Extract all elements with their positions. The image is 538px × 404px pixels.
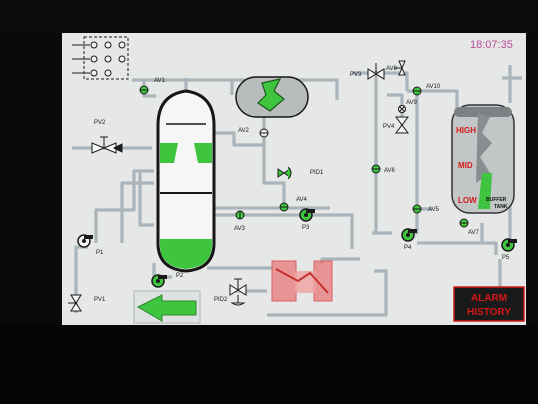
- pipe-av5-line: [372, 207, 432, 235]
- valve-av6[interactable]: [371, 164, 381, 174]
- label-av9: AV9: [406, 100, 418, 106]
- valve-av5[interactable]: [412, 204, 422, 214]
- reactor-bottom-fill: [160, 239, 212, 269]
- label-p1: P1: [96, 250, 104, 256]
- pump-p2[interactable]: [151, 274, 167, 288]
- clock-display: 18:07:35: [470, 39, 513, 51]
- label-p2: P2: [176, 273, 184, 279]
- pipe-tank-right: [502, 65, 522, 103]
- switch-matrix-icon[interactable]: [72, 36, 129, 80]
- pipe-hx-bottom: [267, 269, 388, 317]
- label-av5: AV5: [428, 207, 440, 213]
- label-av3: AV3: [234, 226, 246, 232]
- label-av1: AV1: [154, 78, 166, 84]
- valve-pid1[interactable]: [277, 166, 292, 180]
- pump-p5[interactable]: [501, 238, 517, 252]
- reactor-baffle-right: [194, 143, 212, 163]
- pipe-av1-down: [142, 80, 156, 98]
- pipe-av7-line: [417, 223, 498, 255]
- label-av4: AV4: [296, 197, 308, 203]
- process-diagram: AV1 AV2 AV3 AV4 AV5 AV6 AV7 AV8 AV9 AV10…: [68, 36, 525, 324]
- tank-agitator-icon: [257, 78, 285, 112]
- pipe-reactor-left-loop: [120, 171, 154, 243]
- valve-pv4[interactable]: [395, 116, 409, 134]
- valve-av7[interactable]: [459, 218, 469, 228]
- valve-av4[interactable]: [279, 202, 289, 212]
- valve-pv1[interactable]: [68, 294, 82, 312]
- transfer-direction-arrow[interactable]: [133, 290, 201, 324]
- alarm-history-line1: ALARM: [471, 293, 507, 304]
- heat-exchanger: [271, 260, 333, 302]
- monitor-bezel-right: [526, 33, 538, 325]
- label-pid2: PID2: [214, 297, 228, 303]
- monitor-bezel-bottom: [0, 325, 538, 404]
- pipe-reactor-av3: [214, 213, 354, 249]
- label-av6: AV6: [384, 168, 396, 174]
- valve-av3[interactable]: [235, 210, 245, 220]
- label-p3: P3: [302, 225, 310, 231]
- pipe-av9-line: [387, 93, 404, 125]
- label-pid1: PID1: [310, 170, 324, 176]
- buffer-tank-name-1: BUFFER: [486, 197, 507, 203]
- pipe-av10-line: [407, 89, 459, 111]
- buffer-level-pattern: [476, 113, 492, 183]
- label-av7: AV7: [468, 230, 480, 236]
- label-pv3: PV3: [350, 72, 362, 78]
- buffer-level-high: HIGH: [456, 126, 476, 135]
- monitor-bezel-left: [0, 33, 62, 325]
- tank-horizontal: [235, 76, 309, 118]
- valve-pv3[interactable]: [367, 63, 385, 80]
- monitor-bezel-top: [0, 0, 538, 33]
- buffer-level-low: LOW: [458, 196, 477, 205]
- label-av10: AV10: [426, 84, 441, 90]
- reactor-vessel: [156, 89, 216, 273]
- label-p4: P4: [404, 245, 412, 251]
- reactor-baffle-left: [160, 143, 178, 163]
- alarm-history-line2: HISTORY: [467, 307, 511, 318]
- buffer-tank: [451, 104, 515, 214]
- valve-av9[interactable]: [398, 105, 406, 113]
- pipe-tank-a-down: [262, 133, 286, 203]
- pump-p3[interactable]: [299, 208, 315, 222]
- alarm-history-button[interactable]: ALARM HISTORY: [453, 286, 525, 322]
- pump-p1[interactable]: [77, 234, 93, 248]
- label-pv2: PV2: [94, 120, 106, 126]
- buffer-tank-name-2: TANK: [494, 204, 508, 210]
- valve-pid2[interactable]: [229, 278, 247, 306]
- buffer-level-fill: [478, 173, 492, 209]
- valve-pv2[interactable]: [91, 136, 123, 154]
- label-av8: AV8: [386, 66, 398, 72]
- buffer-level-mid: MID: [458, 161, 473, 170]
- label-pv4: PV4: [383, 124, 395, 130]
- valve-av2[interactable]: [259, 128, 269, 138]
- hmi-screen: AV1 AV2 AV3 AV4 AV5 AV6 AV7 AV8 AV9 AV10…: [62, 33, 526, 325]
- valve-av8[interactable]: [394, 60, 406, 76]
- pump-p4[interactable]: [401, 228, 417, 242]
- valve-av10[interactable]: [412, 86, 422, 96]
- label-av2: AV2: [238, 128, 250, 134]
- label-pv1: PV1: [94, 297, 106, 303]
- valve-av1[interactable]: [139, 85, 149, 95]
- label-p5: P5: [502, 255, 510, 261]
